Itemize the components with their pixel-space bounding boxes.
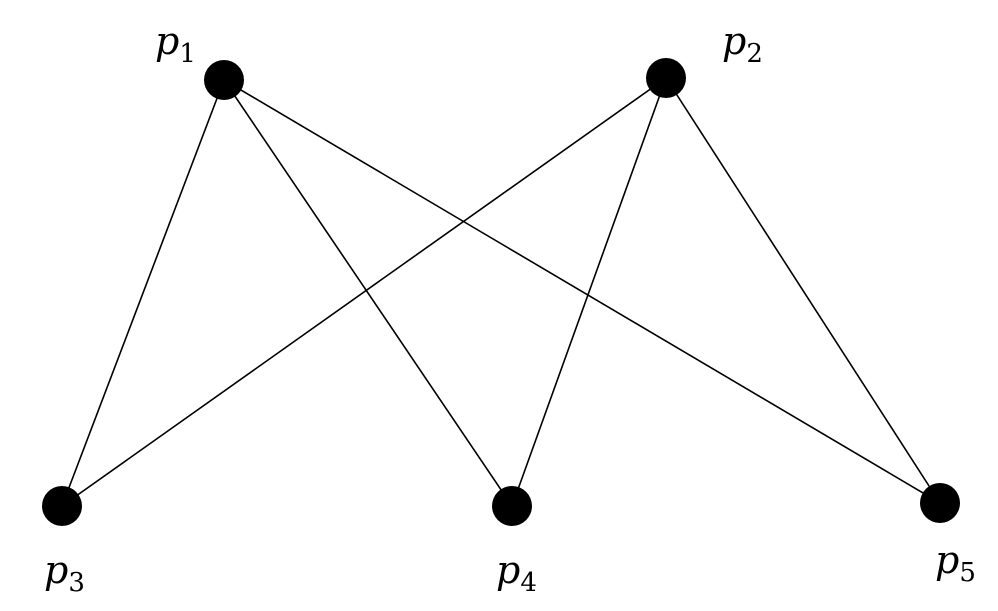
node-p2 — [646, 58, 686, 98]
label-p4: p4 — [496, 548, 537, 598]
label-p5: p5 — [935, 538, 976, 588]
node-p4 — [492, 486, 532, 526]
node-p5 — [920, 483, 960, 523]
label-p1: p1 — [155, 19, 196, 69]
node-layer — [42, 58, 960, 526]
edge-p1-p4 — [223, 79, 513, 507]
node-p3 — [42, 486, 82, 526]
label-p3: p3 — [44, 548, 85, 598]
edge-p2-p5 — [665, 77, 941, 504]
edge-p2-p3 — [61, 77, 667, 507]
label-p2: p2 — [722, 19, 763, 69]
node-p1 — [204, 60, 244, 100]
edge-p1-p3 — [61, 79, 225, 507]
edge-p2-p4 — [511, 77, 667, 507]
edge-layer — [61, 77, 941, 507]
edge-p1-p5 — [223, 79, 941, 504]
